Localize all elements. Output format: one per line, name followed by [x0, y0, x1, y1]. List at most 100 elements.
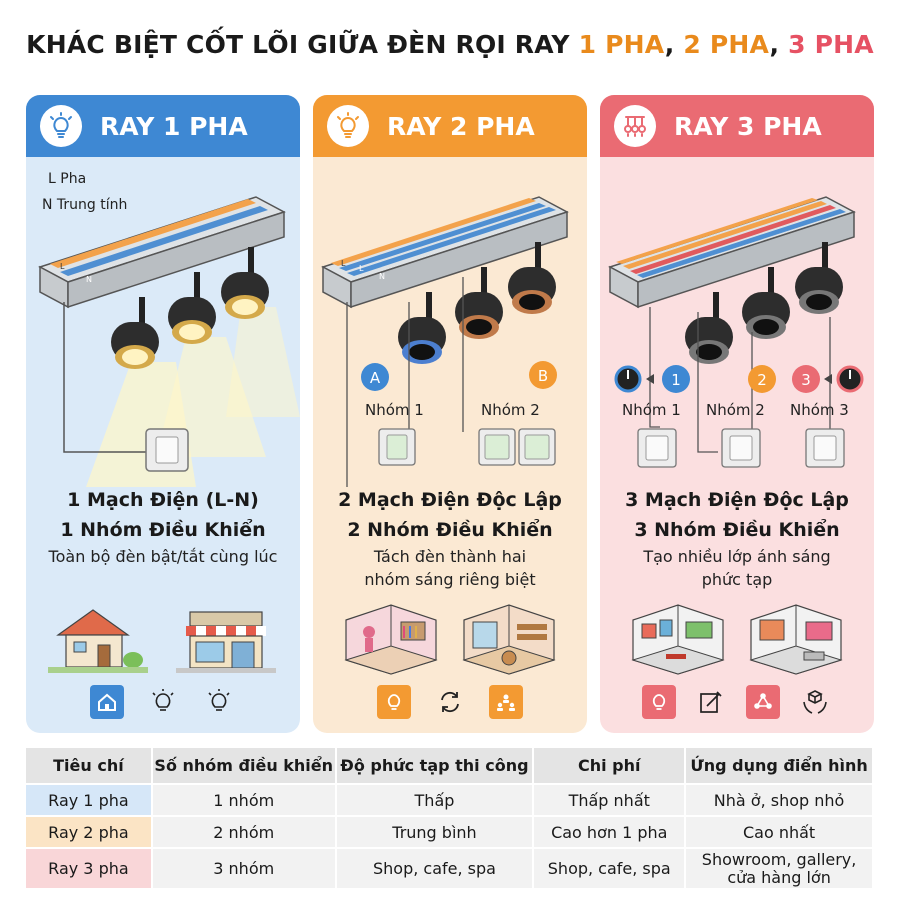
- spotlight: [221, 247, 269, 319]
- showroom-icon: [746, 600, 846, 675]
- label-l-pha: L Pha: [48, 171, 87, 187]
- panel-main-text: 3 Mạch Điện Độc Lập 3 Nhóm Điều Khiển: [600, 485, 874, 545]
- main-line-1: 2 Mạch Điện Độc Lập: [338, 489, 562, 511]
- rail-diagram-3-pha: 1 2 3: [600, 157, 874, 487]
- table-row: Ray 3 pha 3 nhóm Shop, cafe, spa Shop, c…: [26, 847, 874, 888]
- cafe-room-icon: [459, 600, 559, 675]
- spotlight: [742, 267, 790, 339]
- table-header: Số nhóm điều khiển: [151, 748, 337, 784]
- title-separator: ,: [664, 30, 684, 59]
- bulb-tile-icon: [377, 685, 411, 719]
- feature-icons: [600, 685, 874, 719]
- svg-text:1: 1: [671, 371, 681, 389]
- wall-switch: [805, 428, 845, 468]
- table-cell: Trung bình: [335, 815, 535, 848]
- spotlight: [508, 242, 556, 314]
- panel-header: RAY 2 PHA: [313, 95, 587, 157]
- group-label-3: Nhóm 3: [790, 401, 849, 419]
- wall-switch: [145, 428, 189, 472]
- panel-main-text: 1 Mạch Điện (L-N) 1 Nhóm Điều Khiển: [26, 485, 300, 545]
- home-icon: [90, 685, 124, 719]
- table-cell: Ray 1 pha: [26, 783, 153, 816]
- panel-main-text: 2 Mạch Điện Độc Lập 2 Nhóm Điều Khiển: [313, 485, 587, 545]
- feature-icons: [26, 685, 300, 719]
- bulb-tile-icon: [642, 685, 676, 719]
- panel-title: RAY 2 PHA: [387, 111, 535, 141]
- lightbulb-icon: [146, 685, 180, 719]
- page-title: KHÁC BIỆT CỐT LÕI GIỮA ĐÈN RỌI RAY 1 PHA…: [0, 30, 900, 59]
- label-n-trung-tinh: N Trung tính: [42, 197, 128, 213]
- table-cell: Shop, cafe, spa: [335, 847, 535, 888]
- marker-1: 1: [662, 365, 690, 393]
- panel-title: RAY 3 PHA: [674, 111, 822, 141]
- main-line-2: 1 Nhóm Điều Khiển: [60, 519, 266, 541]
- dimmer-knob: [614, 365, 642, 393]
- rail-diagram-1-pha: L Pha N Trung tính L N: [26, 157, 300, 487]
- wall-switch: [378, 428, 416, 466]
- table-cell: Shop, cafe, spa: [533, 847, 687, 888]
- refresh-icon: [433, 685, 467, 719]
- wire-letter-l: L: [341, 259, 346, 268]
- table-cell: 1 nhóm: [151, 783, 337, 816]
- table-cell: Showroom, gallery, cửa hàng lớn: [685, 847, 874, 888]
- spotlight: [685, 292, 733, 364]
- main-line-2: 2 Nhóm Điều Khiển: [347, 519, 553, 541]
- table-row: Ray 2 pha 2 nhóm Trung bình Cao hơn 1 ph…: [26, 815, 874, 848]
- dimmer-knob: [836, 365, 864, 393]
- title-prefix: KHÁC BIỆT CỐT LÕI GIỮA ĐÈN RỌI RAY: [26, 30, 579, 59]
- svg-text:A: A: [370, 369, 381, 387]
- lightbulb-icon: [327, 105, 369, 147]
- table-header: Chi phí: [533, 748, 687, 784]
- table-cell: Thấp: [335, 783, 535, 816]
- lightbulb-icon: [202, 685, 236, 719]
- marker-3: 3: [792, 365, 820, 393]
- table-cell: Cao nhất: [685, 815, 874, 848]
- wall-switch-double: [478, 428, 556, 466]
- svg-text:B: B: [538, 367, 548, 385]
- wire-letter-n: N: [86, 275, 92, 284]
- spotlight: [455, 267, 503, 339]
- panel-description: Tạo nhiều lớp ánh sáng phức tạp: [643, 547, 831, 589]
- comparison-table: Tiêu chí Số nhóm điều khiển Độ phức tạp …: [26, 748, 874, 888]
- panel-header: RAY 1 PHA: [26, 95, 300, 157]
- table-header: Độ phức tạp thi công: [335, 748, 535, 784]
- feature-icons: [313, 685, 587, 719]
- title-1-pha: 1 PHA: [578, 30, 665, 59]
- panel-ray-3-pha: RAY 3 PHA: [600, 95, 874, 733]
- panel-header: RAY 3 PHA: [600, 95, 874, 157]
- table-header: Ứng dụng điển hình: [685, 748, 874, 784]
- main-line-2: 3 Nhóm Điều Khiển: [634, 519, 840, 541]
- table-cell: 3 nhóm: [151, 847, 337, 888]
- spotlight: [398, 292, 446, 364]
- group-label-2: Nhóm 2: [706, 401, 765, 419]
- panel-ray-2-pha: RAY 2 PHA L L N: [313, 95, 587, 733]
- wire-letter-n: N: [379, 272, 385, 281]
- table-header: Tiêu chí: [26, 748, 153, 784]
- gallery-room-icon: [628, 600, 728, 675]
- marker-2: 2: [748, 365, 776, 393]
- chandelier-icon: [614, 105, 656, 147]
- table-cell: Cao hơn 1 pha: [533, 815, 687, 848]
- people-tile-icon: [489, 685, 523, 719]
- lightbulb-icon: [40, 105, 82, 147]
- title-separator: ,: [769, 30, 789, 59]
- main-line-1: 1 Mạch Điện (L-N): [67, 489, 259, 511]
- wall-switch: [637, 428, 677, 468]
- spotlight: [795, 242, 843, 314]
- panel-description: Tách đèn thành hai nhóm sáng riêng biệt: [364, 547, 536, 589]
- network-tile-icon: [746, 685, 780, 719]
- panel-description: Toàn bộ đèn bật/tắt cùng lúc: [48, 547, 278, 566]
- boutique-room-icon: [341, 600, 441, 675]
- spotlight: [168, 272, 216, 344]
- wall-switch: [721, 428, 761, 468]
- shop-icon: [176, 600, 276, 675]
- main-line-1: 3 Mạch Điện Độc Lập: [625, 489, 849, 511]
- marker-a: A: [361, 363, 389, 391]
- house-icon: [48, 600, 148, 675]
- wire-letter-l: L: [359, 264, 364, 273]
- group-label-1: Nhóm 1: [365, 401, 424, 419]
- table-row: Ray 1 pha 1 nhóm Thấp Thấp nhất Nhà ở, s…: [26, 783, 874, 816]
- title-3-pha: 3 PHA: [788, 30, 874, 59]
- group-label-2: Nhóm 2: [481, 401, 540, 419]
- table-cell: Ray 3 pha: [26, 847, 153, 888]
